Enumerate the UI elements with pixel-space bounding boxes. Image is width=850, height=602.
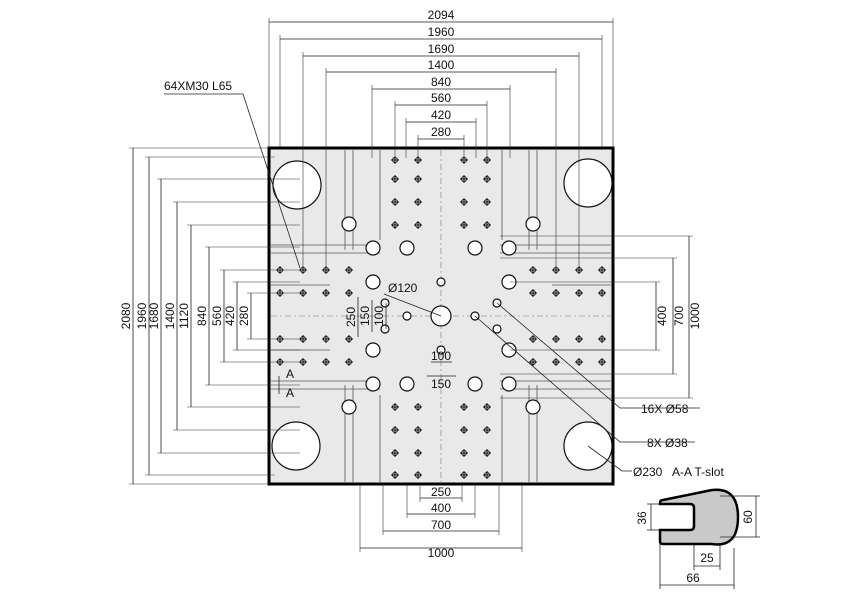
dim-100-bottom-inner: 100 bbox=[431, 349, 451, 363]
dim-250-bottom: 250 bbox=[431, 485, 451, 499]
dimension-lines bbox=[132, 21, 690, 549]
dim-840-left: 840 bbox=[195, 306, 209, 326]
dim-1400-left: 1400 bbox=[163, 302, 177, 329]
dim-150-bottom-inner: 150 bbox=[431, 377, 451, 391]
label-section-title: A-A T-slot bbox=[672, 465, 724, 479]
dim-1960-left: 1960 bbox=[135, 302, 149, 329]
label-big-holes: Ø230 bbox=[633, 465, 663, 479]
section-mark-top: A bbox=[286, 367, 294, 381]
dim-150-inner: 150 bbox=[358, 306, 372, 326]
tslot-dim-60: 60 bbox=[741, 510, 755, 524]
t-slots bbox=[271, 150, 611, 482]
dim-280-top: 280 bbox=[431, 125, 451, 139]
label-holes-58: 16X Ø58 bbox=[641, 402, 689, 416]
section-mark-bottom: A bbox=[286, 386, 294, 400]
dim-560-left: 560 bbox=[210, 306, 224, 326]
label-holes-38: 8X Ø38 bbox=[647, 436, 688, 450]
dim-100-inner: 100 bbox=[372, 306, 386, 326]
dim-1690: 1690 bbox=[428, 42, 455, 56]
t-slot-section: 36 60 25 66 bbox=[635, 488, 760, 589]
tslot-dim-25: 25 bbox=[700, 551, 714, 565]
dim-1000-bottom: 1000 bbox=[428, 546, 455, 560]
dim-2094: 2094 bbox=[428, 8, 455, 22]
extension-lines bbox=[129, 18, 693, 552]
dim-700-bottom: 700 bbox=[431, 518, 451, 532]
dim-2080: 2080 bbox=[119, 302, 133, 329]
dim-840-top: 840 bbox=[431, 75, 451, 89]
tslot-dim-36: 36 bbox=[635, 511, 649, 525]
dim-280-left: 280 bbox=[237, 306, 251, 326]
label-center-hole: Ø120 bbox=[388, 281, 418, 295]
dim-1120: 1120 bbox=[177, 303, 191, 329]
dim-420-top: 420 bbox=[431, 108, 451, 122]
dim-1960-top: 1960 bbox=[428, 25, 455, 39]
dim-1400-top: 1400 bbox=[428, 58, 455, 72]
dim-1680: 1680 bbox=[147, 302, 161, 329]
dim-400-right: 400 bbox=[655, 306, 669, 326]
dim-420-left: 420 bbox=[223, 306, 237, 326]
holes-38 bbox=[380, 277, 502, 355]
dim-400-bottom: 400 bbox=[431, 501, 451, 515]
holes-58 bbox=[341, 216, 541, 415]
label-tapped-holes: 64XM30 L65 bbox=[164, 79, 232, 93]
dimension-texts: 2094 1960 1690 1400 840 560 420 280 2080… bbox=[119, 8, 724, 560]
t-slot-profile bbox=[658, 488, 740, 546]
dim-1000-right: 1000 bbox=[688, 302, 702, 329]
leader-lines bbox=[164, 93, 700, 472]
dim-700-right: 700 bbox=[672, 306, 686, 326]
dim-560-top: 560 bbox=[431, 91, 451, 105]
tslot-dim-66: 66 bbox=[686, 571, 700, 585]
dim-250-inner: 250 bbox=[344, 307, 358, 327]
